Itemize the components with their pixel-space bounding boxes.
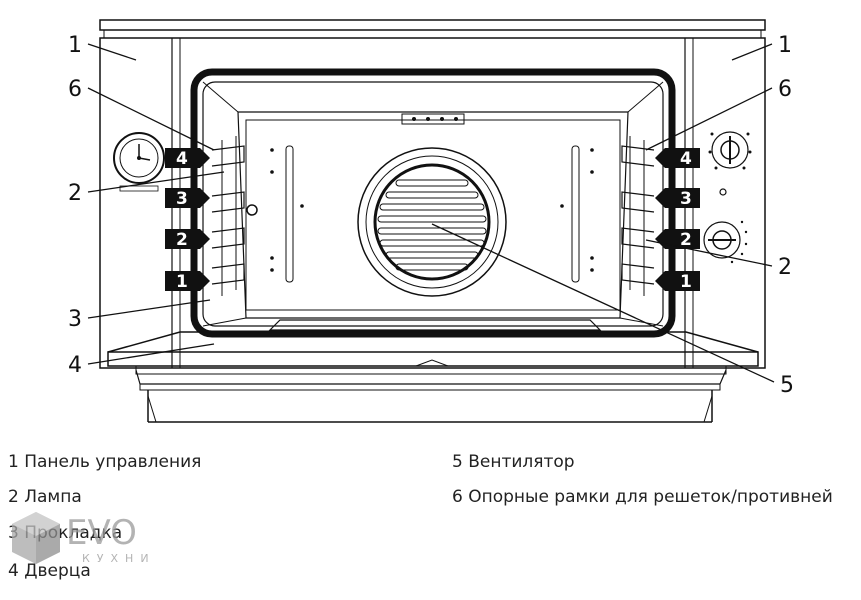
- cavity-frame: [190, 68, 676, 338]
- clock-icon: [113, 132, 165, 192]
- callout-fan: 5: [780, 373, 794, 398]
- left-shelf-rails: [211, 136, 245, 296]
- rack-level-label: 3: [176, 189, 188, 209]
- rack-level-label: 4: [680, 149, 692, 169]
- rack-level-badge: 3: [165, 188, 210, 209]
- rack-level-badge: 4: [165, 148, 210, 169]
- lamp-icon: [246, 204, 258, 216]
- rack-level-label: 4: [176, 149, 188, 169]
- rack-level-label: 3: [680, 189, 692, 209]
- callout-lines: [87, 43, 775, 383]
- oven-door: [107, 331, 759, 423]
- legend-item-control-panel: 1 Панель управления: [8, 452, 202, 472]
- watermark-brand: EVO: [66, 513, 137, 553]
- watermark-logo: EVO КУХНИ: [12, 512, 156, 565]
- legend-item-lamp: 2 Лампа: [8, 487, 82, 507]
- callout-control-panel-right: 1: [778, 33, 792, 58]
- callout-rack-frame-left: 6: [68, 77, 82, 102]
- function-knob-icon: [708, 131, 752, 170]
- indicator-light-icon: [719, 188, 727, 196]
- callout-rack-frame-right: 6: [778, 77, 792, 102]
- rack-level-label: 1: [680, 272, 692, 292]
- callout-lamp-right: 2: [778, 255, 792, 280]
- rack-level-badge: 3: [655, 188, 700, 209]
- callout-seal: 3: [68, 307, 82, 332]
- rack-level-label: 2: [680, 230, 692, 250]
- rack-level-label: 1: [176, 272, 188, 292]
- thermostat-knob-icon: [703, 220, 748, 264]
- callout-door: 4: [68, 353, 82, 378]
- watermark-sub: КУХНИ: [82, 552, 156, 565]
- callout-control-panel-left: 1: [68, 33, 82, 58]
- right-shelf-rails: [621, 136, 655, 296]
- oven-diagram: 4 3 2 1 4 3 2 1: [68, 19, 794, 423]
- rack-level-badge: 2: [165, 229, 210, 250]
- legend-item-door: 4 Дверца: [8, 561, 91, 581]
- rack-level-label: 2: [176, 230, 188, 250]
- rack-level-badge: 1: [165, 271, 210, 292]
- rack-level-badge: 4: [655, 148, 700, 169]
- callout-lamp-left: 2: [68, 181, 82, 206]
- legend-item-fan: 5 Вентилятор: [452, 452, 575, 472]
- oven-top-trim: [99, 19, 766, 31]
- oven-body: [99, 37, 766, 369]
- fan-grille: [357, 147, 507, 297]
- legend-item-rack-frames: 6 Опорные рамки для решеток/противней: [452, 487, 833, 507]
- rack-level-badge: 1: [655, 271, 700, 292]
